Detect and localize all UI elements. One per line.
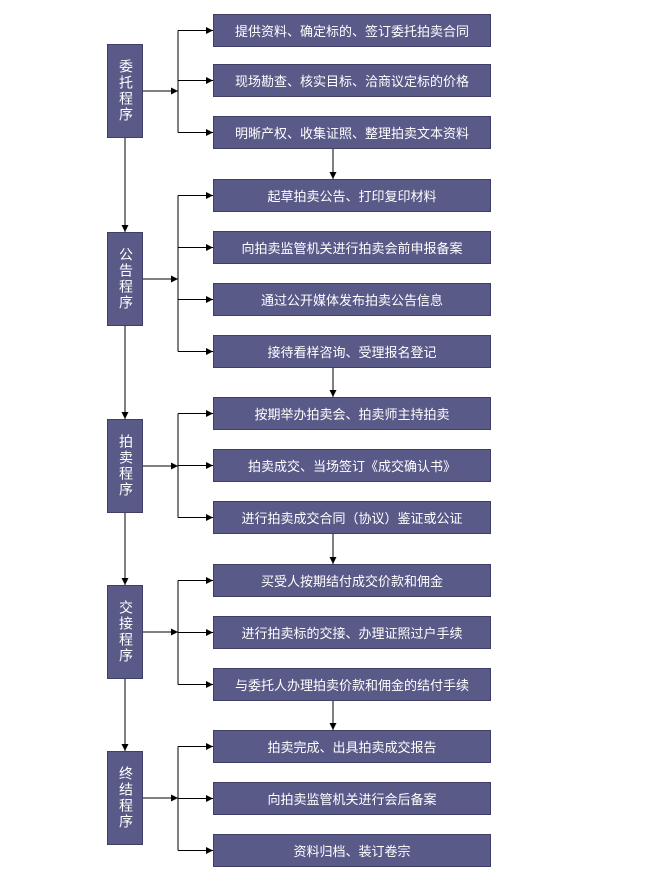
step-box: 拍卖成交、当场签订《成交确认书》 [213,449,491,482]
step-box: 与委托人办理拍卖价款和佣金的结付手续 [213,668,491,701]
step-box: 现场勘查、核实目标、洽商议定标的价格 [213,64,491,97]
step-box: 进行拍卖标的交接、办理证照过户手续 [213,616,491,649]
step-box: 买受人按期结付成交价款和佣金 [213,564,491,597]
step-box: 通过公开媒体发布拍卖公告信息 [213,283,491,316]
step-box: 进行拍卖成交合同（协议）鉴证或公证 [213,501,491,534]
stage-box-auction: 拍卖程序 [107,419,143,513]
step-box: 按期举办拍卖会、拍卖师主持拍卖 [213,397,491,430]
stage-box-handover: 交接程序 [107,585,143,679]
stage-box-completion: 终结程序 [107,751,143,845]
stage-box-announcement: 公告程序 [107,232,143,326]
stage-box-entrust: 委托程序 [107,44,143,138]
step-box: 向拍卖监管机关进行会后备案 [213,782,491,815]
step-box: 资料归档、装订卷宗 [213,834,491,867]
step-box: 提供资料、确定标的、签订委托拍卖合同 [213,14,491,47]
step-box: 向拍卖监管机关进行拍卖会前申报备案 [213,231,491,264]
step-box: 拍卖完成、出具拍卖成交报告 [213,730,491,763]
step-box: 接待看样咨询、受理报名登记 [213,335,491,368]
step-box: 起草拍卖公告、打印复印材料 [213,179,491,212]
step-box: 明晰产权、收集证照、整理拍卖文本资料 [213,116,491,149]
